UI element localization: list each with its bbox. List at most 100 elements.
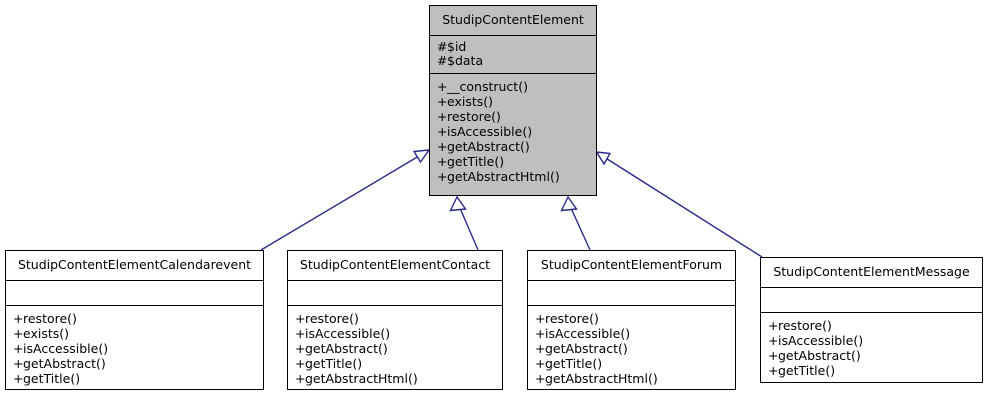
operation-6: +getAbstractHtml()	[437, 169, 590, 184]
member-label: getTitle()	[545, 355, 603, 371]
visibility-marker: +	[437, 153, 448, 169]
member-label: exists()	[447, 93, 494, 109]
visibility-marker: +	[768, 317, 779, 333]
visibility-marker: +	[13, 325, 24, 341]
operation-3: +getAbstract()	[13, 356, 257, 371]
visibility-marker: +	[768, 347, 779, 363]
member-label: getAbstractHtml()	[545, 370, 658, 386]
visibility-marker: +	[13, 370, 24, 386]
edge-contact-to-base	[449, 195, 479, 251]
class-box-studipcontentelementcontact[interactable]: StudipContentElementContact +restore()+i…	[287, 250, 503, 390]
operation-1: +exists()	[437, 94, 590, 109]
visibility-marker: +	[535, 325, 546, 341]
class-operations-studipcontentelementmessage: +restore()+isAccessible()+getAbstract()+…	[761, 313, 982, 384]
member-label: exists()	[23, 325, 70, 341]
visibility-marker: +	[535, 370, 546, 386]
operation-0: +restore()	[13, 311, 257, 326]
operation-2: +getAbstract()	[295, 341, 496, 356]
member-label: getAbstractHtml()	[447, 168, 560, 184]
visibility-marker: +	[437, 93, 448, 109]
visibility-marker: +	[535, 340, 546, 356]
visibility-marker: +	[13, 310, 24, 326]
operation-2: +getAbstract()	[535, 341, 729, 356]
visibility-marker: +	[437, 108, 448, 124]
member-label: restore()	[23, 310, 77, 326]
operation-3: +getTitle()	[535, 356, 729, 371]
visibility-marker: +	[535, 355, 546, 371]
operation-1: +isAccessible()	[768, 333, 976, 348]
member-label: getAbstract()	[545, 340, 628, 356]
operation-4: +getTitle()	[13, 371, 257, 386]
operation-3: +isAccessible()	[437, 124, 590, 139]
visibility-marker: +	[295, 370, 306, 386]
operation-2: +getAbstract()	[768, 348, 976, 363]
class-box-studipcontentelementcalendarevent[interactable]: StudipContentElementCalendarevent +resto…	[5, 250, 264, 390]
class-operations-studipcontentelement: +__construct()+exists()+restore()+isAcce…	[430, 74, 596, 190]
visibility-marker: #	[437, 38, 448, 54]
visibility-marker: +	[437, 168, 448, 184]
member-label: getAbstract()	[23, 355, 106, 371]
member-label: isAccessible()	[545, 325, 631, 341]
member-label: isAccessible()	[23, 340, 109, 356]
member-label: restore()	[778, 317, 832, 333]
operation-1: +isAccessible()	[295, 326, 496, 341]
visibility-marker: #	[437, 53, 448, 68]
visibility-marker: +	[13, 340, 24, 356]
operation-0: +restore()	[535, 311, 729, 326]
class-title-studipcontentelementmessage: StudipContentElementMessage	[761, 258, 982, 288]
edge-forum-to-base	[560, 195, 591, 251]
operation-4: +getAbstractHtml()	[535, 371, 729, 386]
attribute-0: #$id	[437, 38, 590, 55]
visibility-marker: +	[535, 310, 546, 326]
member-label: restore()	[305, 310, 359, 326]
member-label: isAccessible()	[447, 123, 533, 139]
operation-0: +restore()	[768, 318, 976, 333]
class-title-studipcontentelementcalendarevent: StudipContentElementCalendarevent	[6, 251, 263, 281]
visibility-marker: +	[295, 325, 306, 341]
member-label: getTitle()	[447, 153, 505, 169]
edge-message-to-base	[595, 151, 763, 258]
class-attributes-studipcontentelementcalendarevent	[6, 281, 263, 306]
operation-4: +getAbstractHtml()	[295, 371, 496, 386]
class-attributes-studipcontentelementforum	[528, 281, 735, 306]
visibility-marker: +	[295, 355, 306, 371]
member-label: restore()	[545, 310, 599, 326]
member-label: getTitle()	[778, 362, 836, 378]
operation-0: +restore()	[295, 311, 496, 326]
member-label: getTitle()	[305, 355, 363, 371]
member-label: getAbstract()	[778, 347, 861, 363]
visibility-marker: +	[437, 78, 448, 94]
class-attributes-studipcontentelement: #$id#$data	[430, 36, 596, 74]
class-operations-studipcontentelementforum: +restore()+isAccessible()+getAbstract()+…	[528, 306, 735, 392]
class-box-studipcontentelementmessage[interactable]: StudipContentElementMessage +restore()+i…	[760, 257, 983, 383]
visibility-marker: +	[437, 123, 448, 139]
member-label: restore()	[447, 108, 501, 124]
operation-2: +isAccessible()	[13, 341, 257, 356]
visibility-marker: +	[13, 355, 24, 371]
member-label: getAbstract()	[305, 340, 388, 356]
operation-1: +exists()	[13, 326, 257, 341]
visibility-marker: +	[295, 310, 306, 326]
class-box-studipcontentelement[interactable]: StudipContentElement #$id#$data +__const…	[429, 5, 597, 196]
operation-1: +isAccessible()	[535, 326, 729, 341]
operation-3: +getTitle()	[295, 356, 496, 371]
class-title-studipcontentelement: StudipContentElement	[430, 6, 596, 36]
visibility-marker: +	[768, 362, 779, 378]
visibility-marker: +	[437, 138, 448, 154]
member-label: getAbstractHtml()	[305, 370, 418, 386]
class-box-studipcontentelementforum[interactable]: StudipContentElementForum +restore()+isA…	[527, 250, 736, 390]
operation-3: +getTitle()	[768, 363, 976, 378]
member-label: $data	[447, 53, 484, 68]
member-label: isAccessible()	[778, 332, 864, 348]
class-attributes-studipcontentelementmessage	[761, 288, 982, 313]
class-operations-studipcontentelementcalendarevent: +restore()+exists()+isAccessible()+getAb…	[6, 306, 263, 392]
member-label: getAbstract()	[447, 138, 530, 154]
member-label: __construct()	[447, 78, 528, 94]
class-title-studipcontentelementcontact: StudipContentElementContact	[288, 251, 502, 281]
member-label: getTitle()	[23, 370, 81, 386]
member-label: isAccessible()	[305, 325, 391, 341]
operation-5: +getTitle()	[437, 154, 590, 169]
operation-2: +restore()	[437, 109, 590, 124]
class-attributes-studipcontentelementcontact	[288, 281, 502, 306]
